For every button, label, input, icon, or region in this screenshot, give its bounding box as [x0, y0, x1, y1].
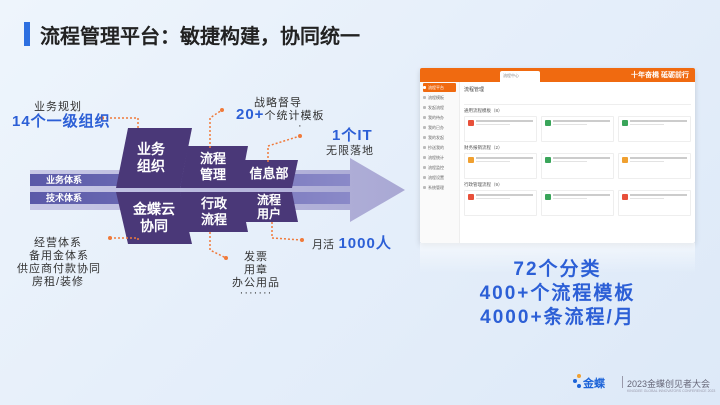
app-card [464, 190, 537, 216]
left-top-line2: 14个一级组织 [12, 110, 111, 131]
app-crumb: 流程管理 [464, 87, 485, 93]
stat-templates: 400+个流程模板 [479, 283, 636, 304]
app-card [618, 153, 691, 179]
app-section-2: 行政管理流程（9） [464, 182, 503, 187]
top-ann-line2-big: 20+ [236, 106, 265, 123]
top-ann-line2: 20+个统计模板 [236, 106, 324, 124]
app-card-row-1 [464, 153, 691, 179]
app-toolbar [464, 96, 691, 105]
app-card [541, 190, 614, 216]
block-kingdee-collab: 金蝶云 协同 [133, 201, 175, 234]
app-sidebar-item-4: 我的已办 [423, 123, 456, 132]
app-sidebar-item-6: 抄送我的 [423, 143, 456, 152]
app-topbar: 流程中心 十年奋楫 砥砺前行 [420, 68, 695, 82]
stat-categories: 72个分类 [513, 259, 602, 280]
app-card [618, 116, 691, 142]
bottom-ann-line2: 用章 [244, 264, 268, 276]
connector-monthly [271, 222, 303, 241]
app-card [541, 153, 614, 179]
block-bg-3 [239, 160, 298, 188]
connector-dot-1 [100, 116, 104, 120]
block-bg-4 [116, 192, 192, 244]
app-sidebar-item-7: 流程统计 [423, 153, 456, 162]
title-accent-bar [24, 22, 30, 46]
monthly-active-label: 月活 [312, 239, 334, 251]
app-sidebar-item-0: 流程平台 [423, 83, 456, 92]
app-sidebar-item-1: 流程模板 [423, 93, 456, 102]
it-ann-big: 1个IT [332, 127, 373, 144]
tech-band-label: 技术体系 [46, 193, 83, 203]
top-ann-line2-rest: 个统计模板 [264, 110, 325, 122]
app-card [464, 153, 537, 179]
block-process-users: 流程 用户 [256, 192, 281, 221]
connector-top-ann [209, 109, 223, 148]
app-section-1: 财务报销流程（2） [464, 145, 503, 150]
page-title: 流程管理平台：敏捷构建，协同统一 [40, 26, 360, 48]
block-it-dept: 信息部 [249, 166, 289, 182]
app-card [541, 116, 614, 142]
bottom-ann-line3: 办公用品 [232, 277, 280, 289]
connector-dot-6 [300, 238, 304, 242]
app-sidebar-item-3: 我的待办 [423, 113, 456, 122]
left-bottom-line1: 经营体系 [34, 237, 82, 249]
footer-logo: 金蝶 [583, 378, 605, 390]
app-sidebar: 流程平台 流程模板 发起流程 我的待办 我的已办 我的发起 抄送我的 流程统计 … [420, 82, 460, 243]
app-content: 流程管理 通用流程模板（8） 财务报销流程（2） 行政管理流程（9） [464, 86, 691, 216]
block-business-org: 业务 组织 [137, 141, 165, 174]
app-sidebar-item-8: 流程监控 [423, 163, 456, 172]
business-band-label: 业务体系 [46, 175, 83, 185]
footer-event-sub: KINGDEE GLOBAL INNOVATORS CONFERENCE 202… [627, 389, 716, 393]
block-bg-5 [180, 192, 248, 232]
it-ann-small: 无限落地 [326, 145, 374, 157]
left-bottom-line4: 房租/装修 [31, 276, 85, 288]
app-sidebar-item-2: 发起流程 [423, 103, 456, 112]
app-banner: 十年奋楫 砥砺前行 [631, 72, 689, 79]
block-process-mgmt: 流程 管理 [199, 151, 226, 182]
connector-it [267, 135, 301, 162]
app-sidebar-item-9: 流程设置 [423, 173, 456, 182]
kingdee-logo-icon [573, 374, 581, 388]
footer-event: 2023金蝶创见者大会 [627, 379, 711, 389]
app-section-0: 通用流程模板（8） [464, 108, 503, 113]
block-admin-process: 行政 流程 [200, 196, 227, 227]
app-sidebar-item-5: 我的发起 [423, 133, 456, 142]
connector-dot-2 [220, 108, 224, 112]
connector-dot-3 [298, 134, 302, 138]
app-card-row-0 [464, 116, 691, 142]
connector-bottom-ann [209, 232, 227, 259]
connector-left-top [102, 117, 139, 130]
footer-separator [622, 376, 623, 388]
connector-left-bottom [110, 237, 139, 242]
left-top-line2-text: 14个一级组织 [12, 113, 111, 130]
app-card-row-2 [464, 190, 691, 216]
block-bg-2 [180, 146, 248, 188]
app-screenshot-reflection [420, 243, 695, 273]
stat-flows: 4000+条流程/月 [480, 307, 635, 328]
block-bg-6 [239, 192, 298, 222]
bottom-ann-line4: ······· [239, 287, 273, 299]
left-bottom-line2: 备用金体系 [29, 250, 89, 262]
left-bottom-line3: 供应商付款协同 [17, 263, 101, 275]
app-card [464, 116, 537, 142]
monthly-active: 月活 1000人 [312, 232, 392, 253]
left-top-line1: 业务规划 [34, 101, 82, 113]
app-sidebar-item-10: 系统管理 [423, 183, 456, 192]
app-tab: 流程中心 [500, 71, 540, 82]
monthly-active-value: 1000人 [338, 235, 392, 252]
top-ann-line1: 战略督导 [254, 97, 302, 109]
app-card [618, 190, 691, 216]
app-screenshot: 流程中心 十年奋楫 砥砺前行 流程平台 流程模板 发起流程 我的待办 我的已办 … [420, 68, 695, 243]
connector-dot-5 [224, 256, 228, 260]
connector-dot-4 [108, 236, 112, 240]
top-ann-line3: · [298, 120, 302, 132]
block-bg-1 [116, 128, 192, 188]
bottom-ann-line1: 发票 [244, 251, 268, 263]
